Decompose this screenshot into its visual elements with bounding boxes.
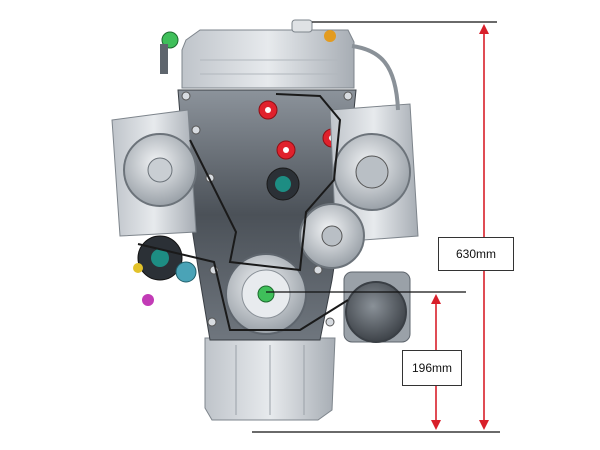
crankshaft-hub [257,285,275,303]
crank-height-arrow-bottom [431,420,441,430]
serpentine-belt [189,93,342,272]
crank-height-arrow-top [431,294,441,304]
timing-cover-bolts [181,91,353,327]
accessory-belt [137,243,349,331]
lower-left-pulley-hub [151,249,169,267]
engine-illustration [111,19,419,421]
sensor-left-magenta [142,294,154,306]
sensor-left-yellow [133,263,143,273]
power-steering-pulley [345,281,407,343]
water-pump-hub [147,157,173,183]
overall-height-label: 630mm [438,237,514,271]
overall-height-arrow-top [479,24,489,34]
pipe-top-right [351,44,400,111]
oil-filler-cap [291,19,313,33]
cam-sprocket-hub [275,176,291,192]
crank-height-label: 196mm [402,350,462,386]
alternator-pulley [355,155,389,189]
teal-idler [175,261,197,283]
sensor-top-left-body [160,44,168,74]
sensor-top-right [324,30,336,42]
tensioner-hub [321,225,343,247]
overall-height-arrow-bottom [479,420,489,430]
